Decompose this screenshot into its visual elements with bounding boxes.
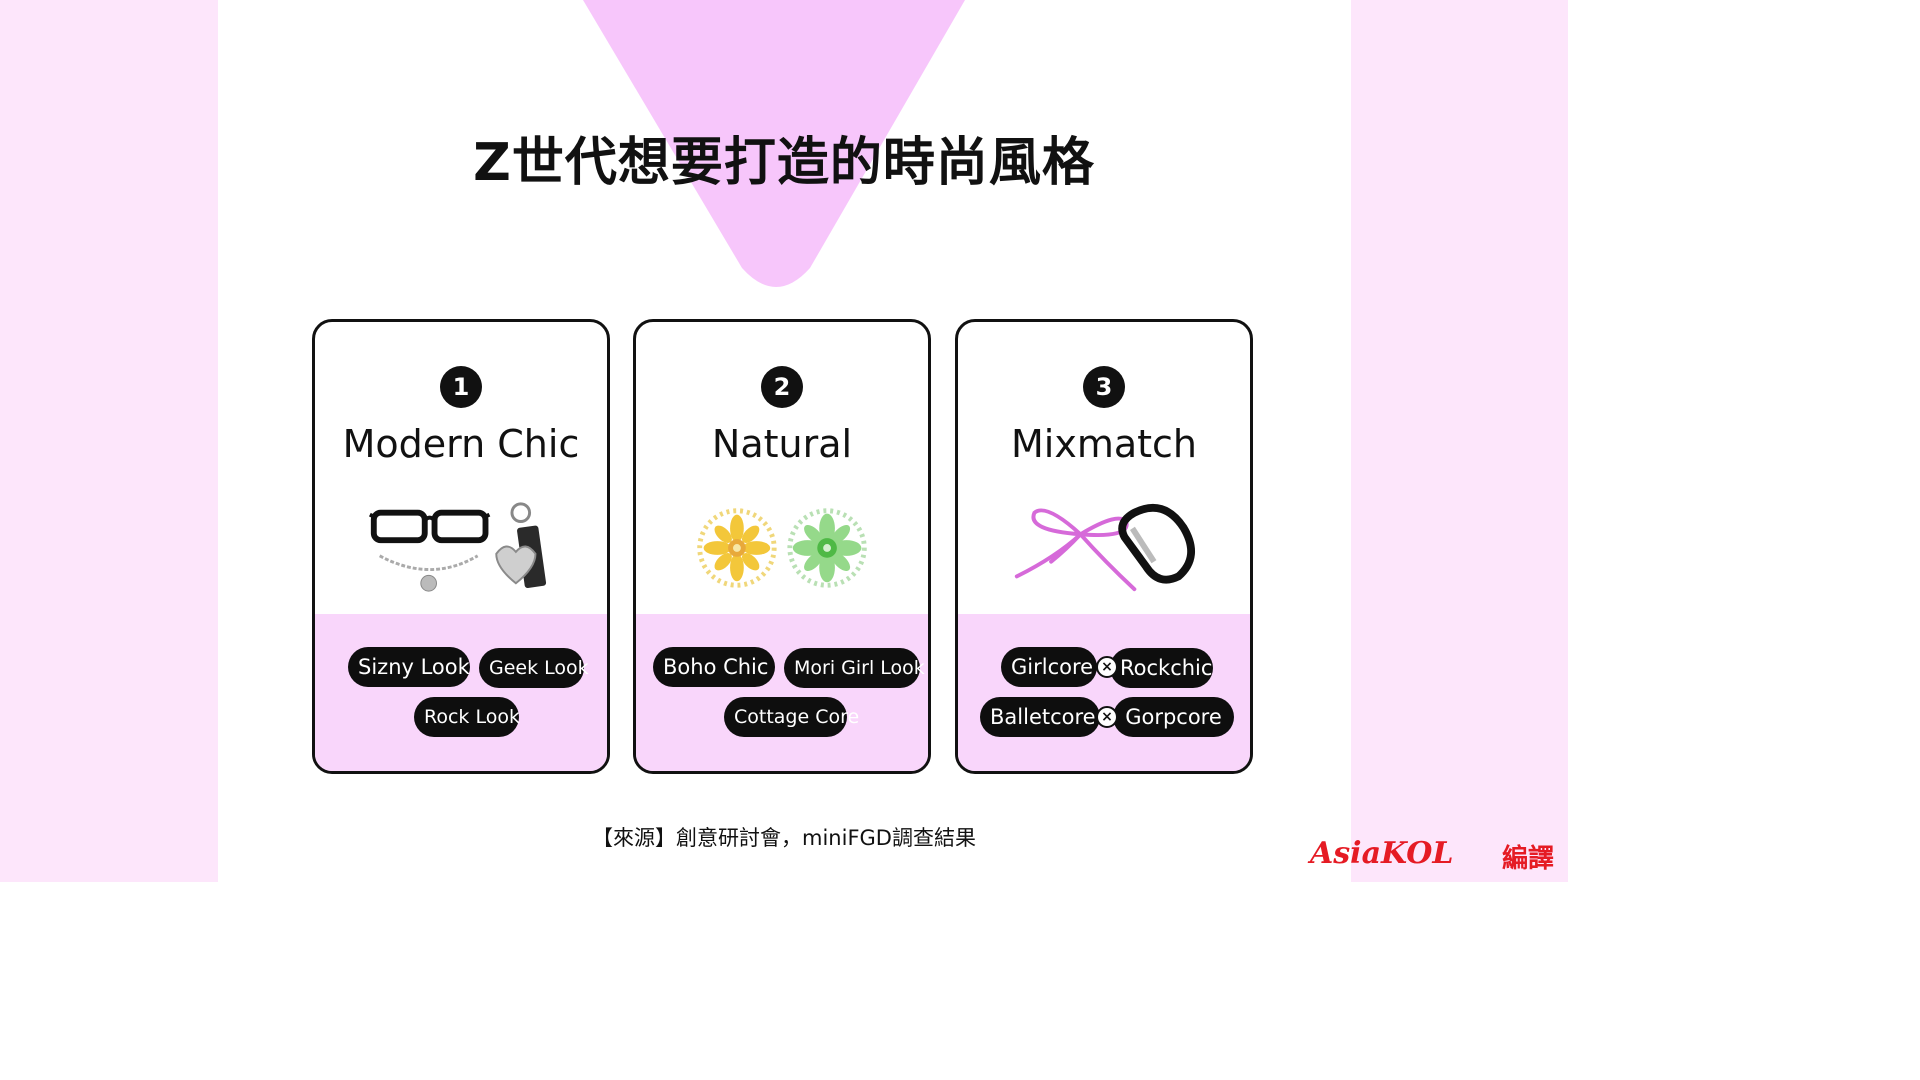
chain-necklace-icon — [378, 554, 479, 592]
style-tag: Sizny Look — [348, 647, 470, 687]
style-card-natural: 2 Natural — [633, 319, 931, 774]
card-title: Modern Chic — [342, 422, 580, 466]
style-tag: Mori Girl Look — [784, 648, 925, 688]
style-card-mixmatch: 3 Mixmatch Girlcore Rockchic × Balletcor… — [955, 319, 1253, 774]
style-tag: Gorpcore — [1113, 697, 1234, 737]
green-flower-pattern-icon — [787, 508, 867, 588]
carabiner-icon — [1118, 503, 1195, 584]
logo-suffix: 編譯 — [1502, 844, 1555, 874]
mix-cross-icon: × — [1096, 706, 1118, 728]
card-number-badge: 1 — [440, 366, 482, 408]
glasses-icon — [368, 509, 491, 544]
style-tag: Boho Chic — [653, 647, 775, 687]
card-illustration — [368, 502, 547, 592]
card-tag-area — [315, 614, 607, 771]
source-caption: 【來源】創意研討會，miniFGD調查結果 — [592, 826, 976, 850]
pink-ribbon-bow-icon — [1014, 508, 1137, 592]
style-card-modern-chic: 1 Modern Chic Sizny Look Geek Look Rock … — [312, 319, 610, 774]
card-tag-area — [958, 614, 1250, 771]
card-illustration — [697, 508, 867, 588]
style-tag: Rockchic — [1110, 648, 1213, 688]
page-title: Z世代想要打造的時尚風格 — [473, 133, 1095, 193]
yellow-flower-pattern-icon — [697, 508, 777, 588]
heart-keychain-icon — [495, 502, 547, 588]
card-title: Mixmatch — [1010, 422, 1197, 466]
style-tag: Geek Look — [479, 648, 589, 688]
style-tag: Balletcore — [980, 697, 1100, 737]
mix-cross-icon: × — [1096, 656, 1118, 678]
card-title: Natural — [711, 422, 853, 466]
style-tag: Girlcore — [1001, 647, 1097, 687]
style-tag: Cottage Core — [724, 697, 859, 737]
card-illustration — [1014, 503, 1195, 592]
card-number-badge: 3 — [1083, 366, 1125, 408]
asiakol-logo: AsiaKOL 編譯 — [1310, 836, 1560, 874]
right-side-panel — [1351, 0, 1568, 882]
card-number-badge: 2 — [761, 366, 803, 408]
left-side-panel — [0, 0, 218, 882]
logo-brand: AsiaKOL — [1310, 836, 1454, 871]
card-tag-area — [636, 614, 928, 771]
style-tag: Rock Look — [414, 697, 520, 737]
pink-triangle-decoration — [583, 0, 965, 287]
